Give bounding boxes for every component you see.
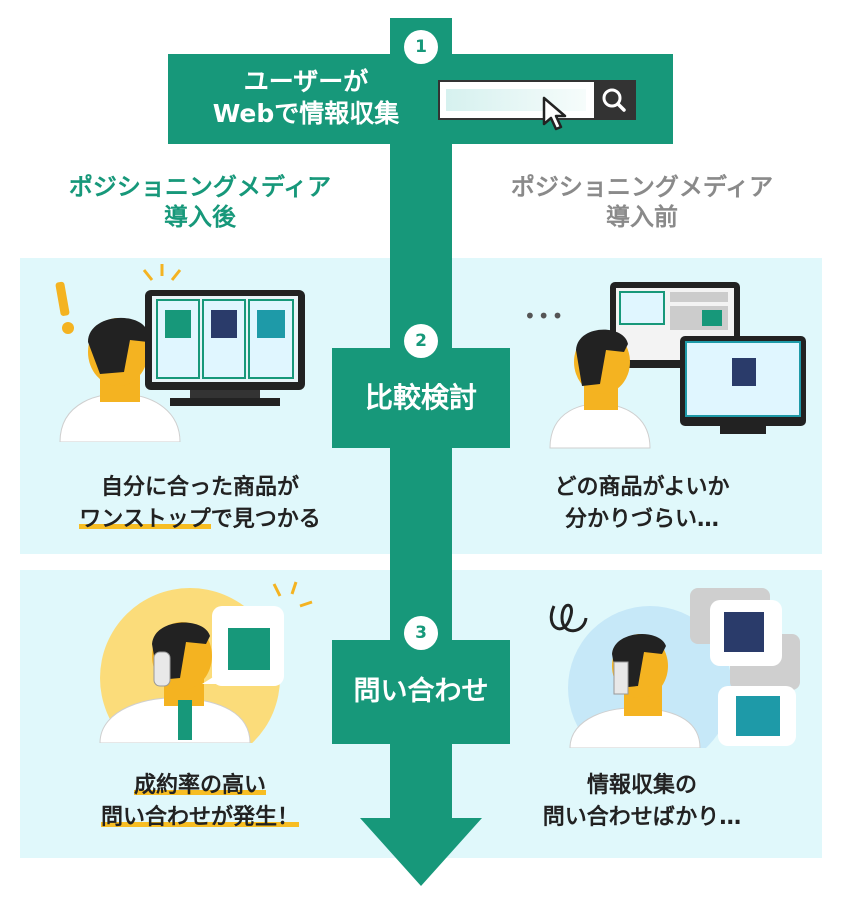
after-caption-2-line2-text: 問い合わせが発生！	[100, 805, 299, 830]
before-caption-2-line2: 問い合わせばかり…	[542, 805, 742, 830]
before-caption-1-line1: どの商品がよいか	[554, 475, 730, 500]
search-icon	[602, 88, 626, 112]
cursor-icon	[542, 96, 567, 131]
after-heading: ポジショニングメディア 導入後	[20, 172, 380, 232]
ellipsis-dots: •••	[524, 304, 566, 328]
before-heading-line2: 導入前	[606, 203, 678, 231]
before-compare-illustration	[549, 282, 806, 449]
after-caption-1-highlight: ワンストップ	[79, 507, 211, 532]
after-heading-line1: ポジショニングメディア	[68, 173, 332, 201]
after-inquiry-illustration	[99, 581, 313, 743]
after-caption-1-line1: 自分に合った商品が	[100, 475, 299, 500]
before-caption-1: どの商品がよいか 分かりづらい…	[462, 472, 822, 536]
before-caption-2-line1: 情報収集の	[586, 773, 697, 798]
after-caption-2-line1-text: 成約率の高い	[133, 773, 266, 798]
step3-number: 3	[404, 616, 438, 650]
step2-number: 2	[404, 324, 438, 358]
before-heading-line1: ポジショニングメディア	[510, 173, 774, 201]
before-caption-2: 情報収集の 問い合わせばかり…	[462, 770, 822, 834]
search-button	[594, 82, 634, 118]
step1-title-line1: ユーザーが	[243, 67, 369, 96]
after-caption-2: 成約率の高い 問い合わせが発生！	[20, 770, 380, 834]
step1-title: ユーザーが Webで情報収集	[186, 66, 426, 130]
after-compare-illustration	[55, 264, 305, 442]
flow-arrow-head	[360, 818, 482, 886]
after-caption-2-line2: 問い合わせが発生！	[20, 802, 380, 834]
before-heading: ポジショニングメディア 導入前	[462, 172, 822, 232]
step1-number: 1	[404, 30, 438, 64]
after-caption-2-line1: 成約率の高い	[20, 770, 380, 802]
after-caption-1: 自分に合った商品が ワンストップで見つかる	[20, 472, 380, 536]
step2-title: 比較検討	[364, 381, 477, 414]
before-caption-1-line2: 分かりづらい…	[564, 507, 719, 532]
before-inquiry-illustration	[549, 588, 800, 748]
after-caption-1-line2: ワンストップで見つかる	[20, 504, 380, 536]
step3-title: 問い合わせ	[353, 676, 489, 707]
search-bar	[438, 80, 636, 120]
step3-box	[332, 640, 510, 744]
step1-title-line2: Webで情報収集	[212, 99, 400, 128]
step2-box	[332, 348, 510, 448]
after-heading-line2: 導入後	[164, 203, 236, 231]
after-caption-1-rest: で見つかる	[210, 507, 321, 532]
